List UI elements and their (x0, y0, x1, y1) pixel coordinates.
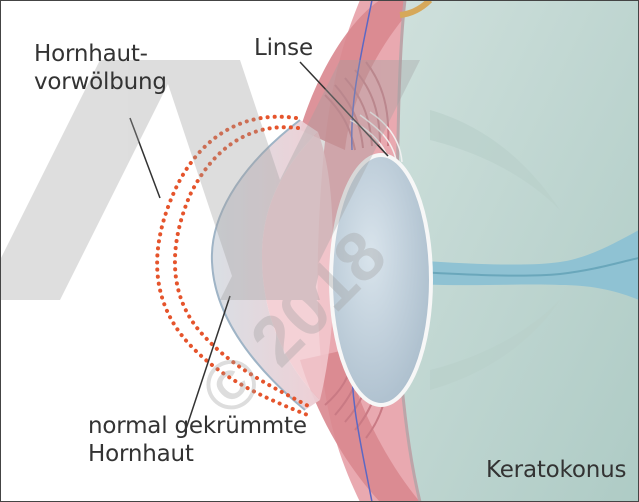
label-keratoconus: Keratokonus (486, 456, 626, 485)
label-lens: Linse (254, 34, 313, 63)
label-bulge-line2: vorwölbung (34, 68, 167, 97)
label-normal-line1: normal gekrümmte (88, 412, 307, 441)
label-normal-line2: Hornhaut (88, 440, 194, 469)
label-bulge-line1: Hornhaut- (34, 40, 148, 69)
